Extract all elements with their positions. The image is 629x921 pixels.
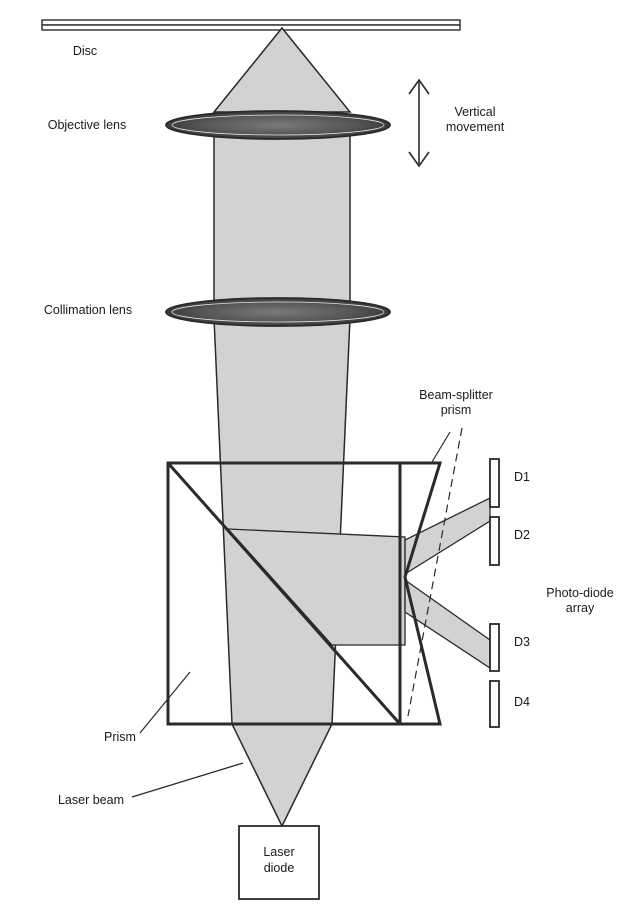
photodiode-d2: [489, 516, 500, 566]
beam-splitter-prism: [400, 461, 443, 726]
photo-diode-label-2: array: [566, 601, 595, 615]
photo-diode-label-1: Photo-diode: [546, 586, 613, 600]
vertical-movement-arrow: [408, 78, 430, 168]
d1-label: D1: [514, 470, 530, 484]
d2-label: D2: [514, 528, 530, 542]
laser-beam-label: Laser beam: [58, 793, 124, 807]
collimation-lens-label: Collimation lens: [44, 303, 132, 317]
prism-label: Prism: [104, 730, 136, 744]
prism: [166, 461, 402, 726]
laser-diode: [238, 825, 320, 900]
laser-beam-path: [212, 26, 491, 828]
objective-lens: [165, 110, 391, 140]
photo-diode-array: [489, 458, 500, 728]
d3-label: D3: [514, 635, 530, 649]
objective-lens-label: Objective lens: [48, 118, 127, 132]
prism-leader: [139, 671, 191, 734]
laser-diode-label-1: Laser: [263, 845, 294, 859]
disc-label: Disc: [73, 44, 97, 58]
photodiode-d3: [489, 623, 500, 672]
d4-label: D4: [514, 695, 530, 709]
vertical-movement-label-2: movement: [446, 120, 505, 134]
photodiode-d1: [489, 458, 500, 508]
beam-splitter-label-1: Beam-splitter: [419, 388, 493, 402]
beam-splitter-leader: [431, 431, 451, 463]
beam-splitter-axis: [407, 427, 463, 717]
beam-splitter-label-2: prism: [441, 403, 472, 417]
laser-beam-leader: [131, 762, 244, 798]
photodiode-d4: [489, 680, 500, 728]
laser-diode-label-2: diode: [264, 861, 295, 875]
vertical-movement-label-1: Vertical: [455, 105, 496, 119]
disc: [41, 19, 461, 31]
collimation-lens: [165, 297, 391, 327]
